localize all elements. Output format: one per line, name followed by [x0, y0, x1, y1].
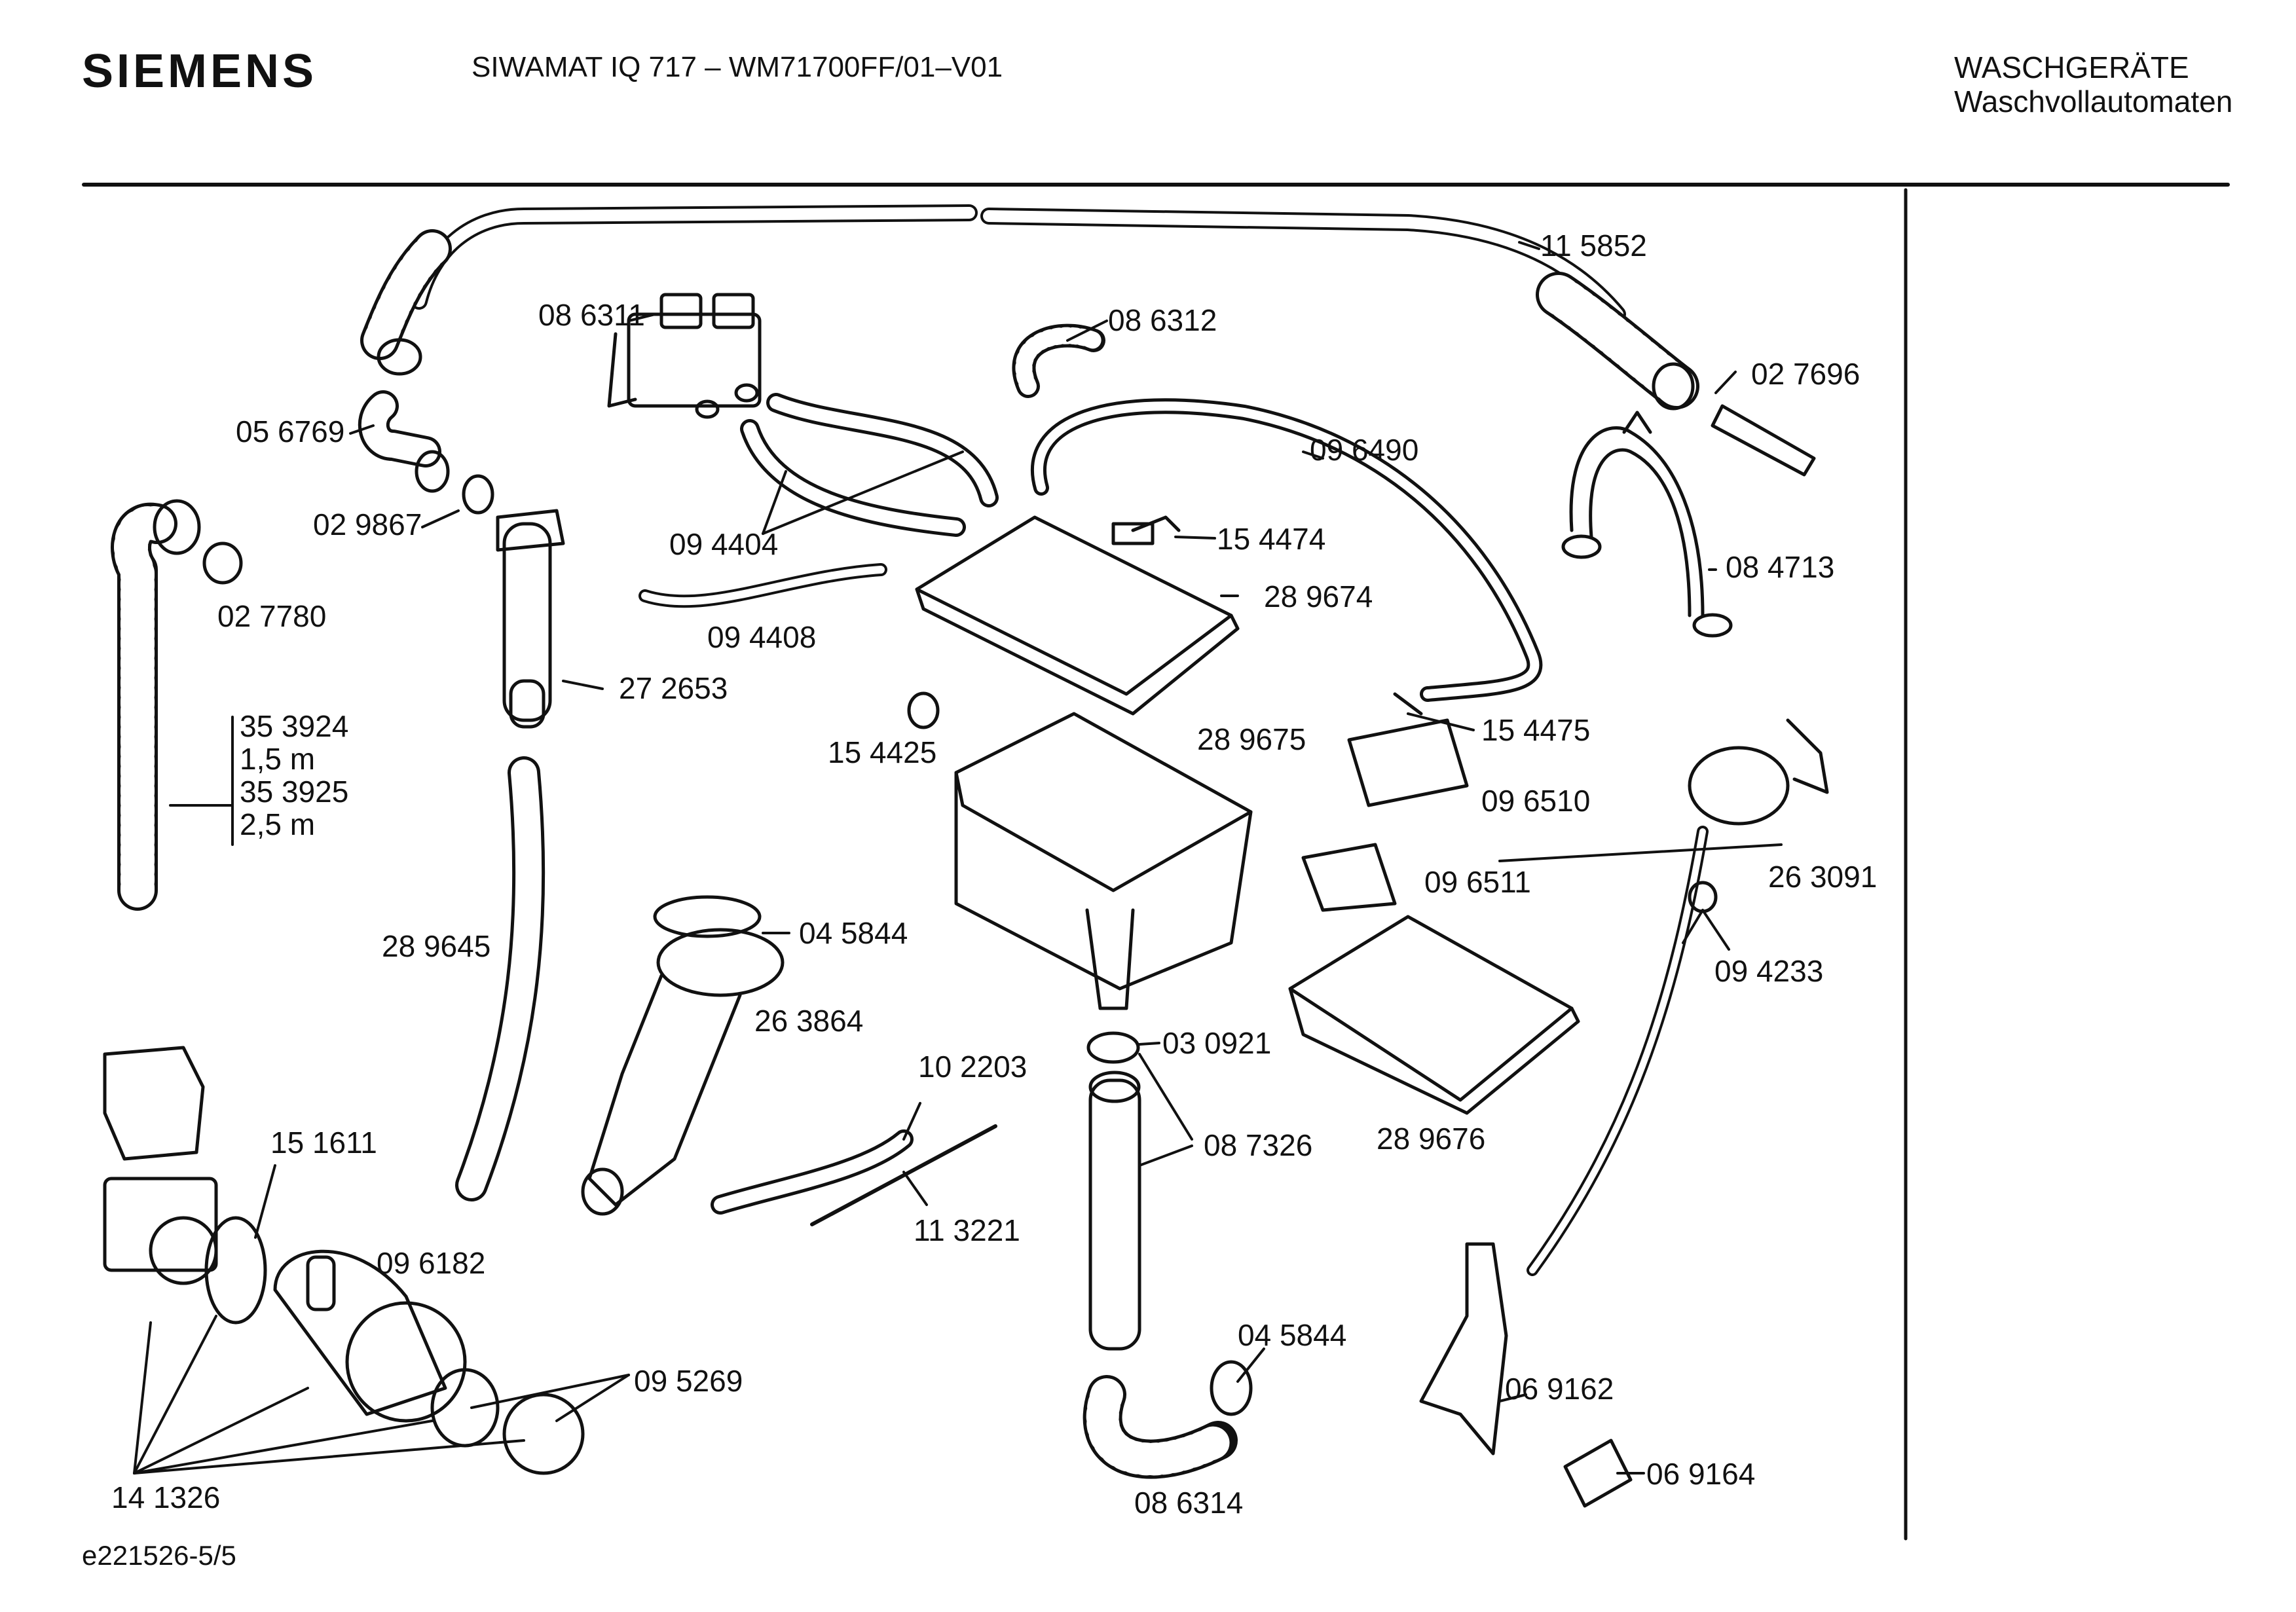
- bracket-069162: [1419, 1242, 1508, 1456]
- lid-289674: [915, 515, 1240, 716]
- label-289675: 28 9675: [1197, 722, 1306, 756]
- label-086311: 08 6311: [538, 298, 645, 332]
- drawer-289676: [1288, 915, 1580, 1115]
- part-069164: [1563, 1438, 1633, 1508]
- label-027780: 02 7780: [217, 599, 327, 633]
- model-title: SIWAMAT IQ 717 – WM71700FF/01–V01: [472, 51, 1003, 83]
- label-272653: 27 2653: [619, 671, 728, 705]
- label-151611: 15 1611: [270, 1126, 377, 1160]
- label-102203: 10 2203: [918, 1050, 1028, 1084]
- label-069164: 06 9164: [1646, 1457, 1756, 1491]
- label-094404: 09 4404: [669, 527, 779, 561]
- filter-095269b: [502, 1393, 585, 1475]
- label-115852: 11 5852: [1540, 229, 1647, 263]
- ring-030921: [1086, 1031, 1140, 1064]
- label-086314: 08 6314: [1134, 1486, 1244, 1520]
- part-272653: [496, 509, 565, 729]
- tub-289675: [954, 712, 1253, 1010]
- label-087326: 08 7326: [1204, 1128, 1313, 1162]
- label-045844-top: 04 5844: [799, 916, 908, 950]
- hose-094233: [1527, 826, 1709, 1276]
- seal-029867: [462, 474, 494, 515]
- label-289676: 28 9676: [1377, 1122, 1486, 1156]
- subcategory-title: Waschvollautomaten: [1954, 84, 2233, 119]
- label-094233: 09 4233: [1714, 954, 1824, 988]
- label-length-15m: 1,5 m: [240, 742, 316, 776]
- part-096510: [1347, 718, 1469, 807]
- pump-151611: [103, 1046, 218, 1285]
- leader-lines: [133, 241, 1783, 1475]
- label-086312: 08 6312: [1108, 303, 1217, 337]
- clip-154474: [1131, 515, 1181, 532]
- drawing-id: e221526-5/5: [82, 1540, 236, 1571]
- part-027696: [1711, 404, 1816, 477]
- part-096511: [1301, 843, 1397, 912]
- label-353925: 35 3925: [240, 775, 349, 809]
- valve-086311: [607, 293, 762, 419]
- pipe-087326: [1088, 1071, 1141, 1351]
- label-113221: 11 3221: [914, 1213, 1020, 1247]
- label-096182: 09 6182: [377, 1246, 486, 1280]
- label-095269: 09 5269: [634, 1364, 743, 1398]
- label-096490: 09 6490: [1310, 433, 1419, 467]
- label-027696: 02 7696: [1751, 357, 1861, 391]
- label-length-25m: 2,5 m: [240, 807, 316, 841]
- label-154474: 15 4474: [1217, 522, 1326, 556]
- label-154425: 15 4425: [828, 735, 937, 769]
- label-094408: 09 4408: [707, 620, 817, 654]
- inlet-hose-115852: [360, 204, 1699, 411]
- label-069162: 06 9162: [1505, 1372, 1614, 1406]
- clamp-045844b: [1210, 1360, 1253, 1416]
- part-154425: [907, 691, 940, 729]
- label-056769: 05 6769: [236, 414, 345, 449]
- label-263091: 26 3091: [1768, 860, 1878, 894]
- drain-hose-353924: [111, 499, 201, 911]
- brand-logo: SIEMENS: [82, 45, 318, 98]
- label-289674: 28 9674: [1264, 579, 1373, 614]
- filter-housing-096182: [273, 1249, 467, 1423]
- seal-141326: [204, 1216, 267, 1325]
- label-029867: 02 9867: [313, 507, 422, 541]
- label-030921: 03 0921: [1162, 1026, 1272, 1060]
- category-title: WASCHGERÄTE: [1954, 50, 2189, 84]
- label-096511: 09 6511: [1424, 865, 1531, 899]
- bellows-263864: [581, 928, 785, 1216]
- label-141326: 14 1326: [111, 1480, 221, 1514]
- label-084713: 08 4713: [1726, 550, 1835, 584]
- label-045844-bottom: 04 5844: [1238, 1318, 1347, 1352]
- label-096510: 09 6510: [1481, 784, 1591, 818]
- bracket-084713: [1561, 411, 1733, 638]
- clamp-045844a: [653, 895, 762, 938]
- label-263864: 26 3864: [754, 1004, 864, 1038]
- label-353924: 35 3924: [240, 709, 349, 743]
- part-154475: [1393, 692, 1423, 716]
- elbow-056769: [358, 390, 450, 493]
- pressure-switch-263091: [1688, 718, 1829, 826]
- probe-113221: [810, 1124, 997, 1226]
- seal-027780: [202, 541, 243, 585]
- label-154475: 15 4475: [1481, 713, 1591, 747]
- label-289645: 28 9645: [382, 929, 491, 963]
